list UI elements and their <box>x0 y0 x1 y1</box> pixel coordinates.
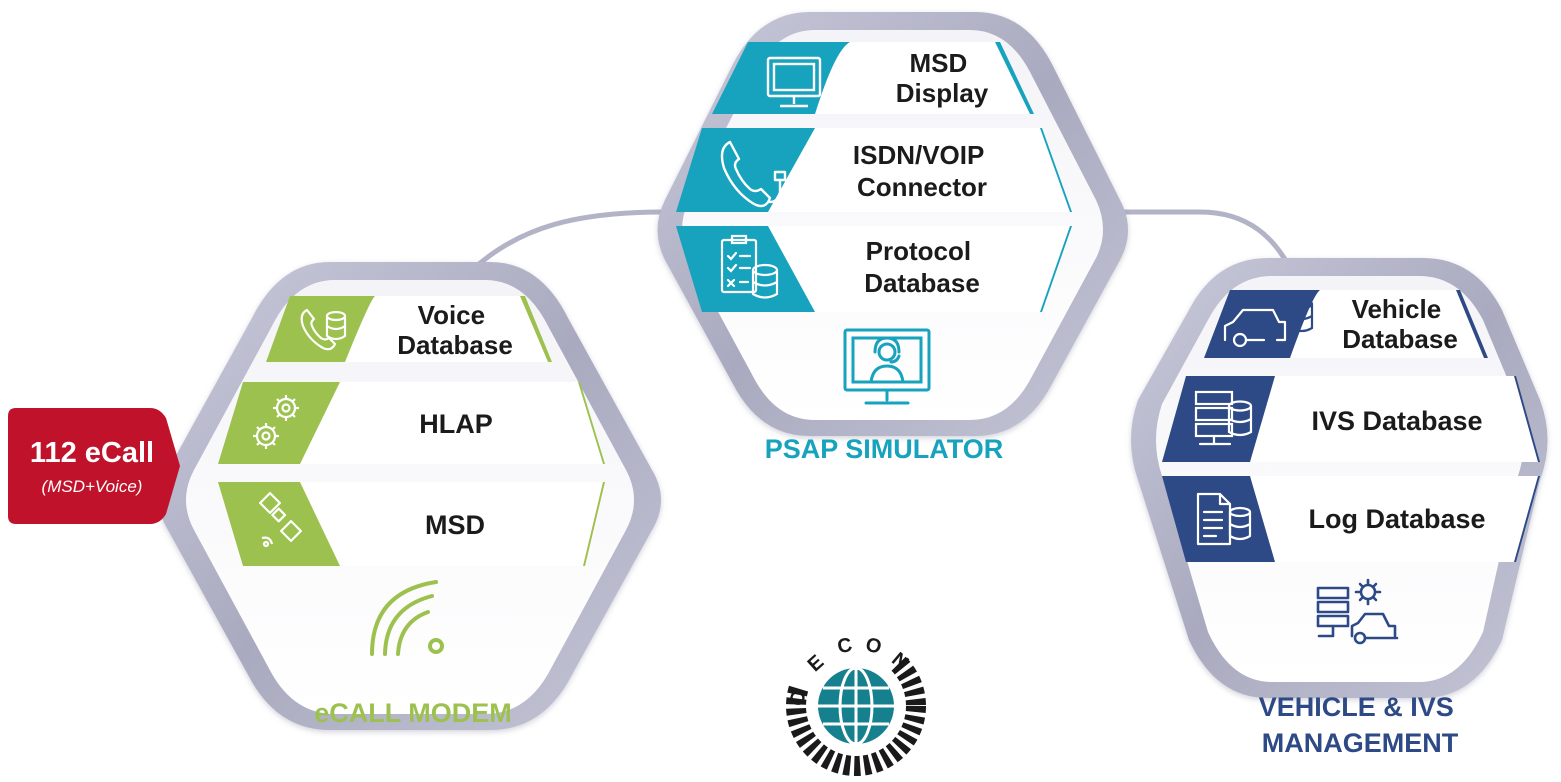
server-gear-car-icon <box>1316 578 1399 645</box>
monitor-icon <box>766 56 822 108</box>
ecall-modem-module: Voice Database HLAP <box>159 262 661 730</box>
svg-text:MSD Display: MSD Display <box>896 48 989 108</box>
operator-monitor-icon <box>843 328 931 405</box>
satellite-icon <box>259 492 302 548</box>
svg-text:VEHICLE & IVS MANAGEMENT: VEHICLE & IVS MANAGEMENT <box>1259 692 1462 758</box>
connector-lines <box>468 209 1293 274</box>
gears-icon <box>253 395 299 449</box>
server-database-icon <box>1194 390 1253 446</box>
svg-text:ISDN/VOIP Connector: ISDN/VOIP Connector <box>853 140 991 202</box>
ecall-badge-subtitle: (MSD+Voice) <box>42 477 143 496</box>
modem-row-label: HLAP <box>419 409 493 439</box>
psap-row-label: Database <box>864 268 980 298</box>
psap-row-label: Protocol <box>866 236 971 266</box>
modem-row-msd: MSD <box>218 482 605 566</box>
ecall-badge-title: 112 eCall <box>30 437 154 469</box>
modem-row-label: Voice <box>418 300 485 330</box>
globe-icon <box>818 666 894 746</box>
svg-text:O: O <box>785 687 811 709</box>
wireless-signal-icon <box>370 580 444 656</box>
vehicle-row-label: IVS Database <box>1311 406 1482 436</box>
psap-row-label: Display <box>896 78 989 108</box>
psap-row-isdn-voip: ISDN/VOIP Connector <box>676 128 1072 212</box>
modem-row-voice-database: Voice Database <box>266 296 552 362</box>
modem-row-label: Database <box>397 330 513 360</box>
phone-cable-icon <box>720 140 787 208</box>
modem-title: eCALL MODEM <box>314 698 512 728</box>
psap-title: PSAP SIMULATOR <box>765 434 1004 464</box>
vehicle-row-label: Log Database <box>1308 504 1485 534</box>
vehicle-row-label: Database <box>1342 324 1458 354</box>
modem-row-label: MSD <box>425 510 485 540</box>
document-database-icon <box>1196 492 1252 546</box>
vehicle-row-label: Vehicle <box>1352 294 1442 324</box>
vehicle-title: VEHICLE & IVS <box>1259 692 1454 722</box>
vehicle-row-ivs-database: IVS Database <box>1162 376 1540 462</box>
oecon-logo: O E C O N <box>785 634 926 776</box>
phone-database-icon <box>300 308 347 351</box>
svg-text:Vehicle Database: Vehicle Database <box>1342 294 1458 354</box>
modem-row-hlap: HLAP <box>218 382 605 464</box>
vehicle-row-vehicle-database: Vehicle Database <box>1204 290 1488 358</box>
vehicle-title: MANAGEMENT <box>1262 728 1459 758</box>
svg-text:Protocol Database: Protocol Database <box>864 236 980 298</box>
logo-ring <box>786 634 926 776</box>
psap-simulator-module: MSD Display ISDN/VOIP Connector <box>657 12 1128 464</box>
psap-row-label: MSD <box>909 48 967 78</box>
svg-text:C: C <box>835 634 854 659</box>
database-icon <box>1290 298 1314 333</box>
psap-row-protocol-database: Protocol Database <box>676 226 1072 312</box>
vehicle-ivs-module: Vehicle Database IVS Database <box>1131 258 1548 758</box>
vehicle-row-log-database: Log Database <box>1162 476 1540 562</box>
svg-text:O: O <box>863 634 883 659</box>
car-database-icon <box>1223 308 1287 348</box>
checklist-database-icon <box>720 234 779 299</box>
psap-row-msd-display: MSD Display <box>712 42 1034 114</box>
psap-row-label: Connector <box>857 172 987 202</box>
ecall-badge: 112 eCall (MSD+Voice) <box>8 408 180 524</box>
svg-text:Voice Database: Voice Database <box>397 300 513 360</box>
psap-row-label: ISDN/VOIP <box>853 140 984 170</box>
